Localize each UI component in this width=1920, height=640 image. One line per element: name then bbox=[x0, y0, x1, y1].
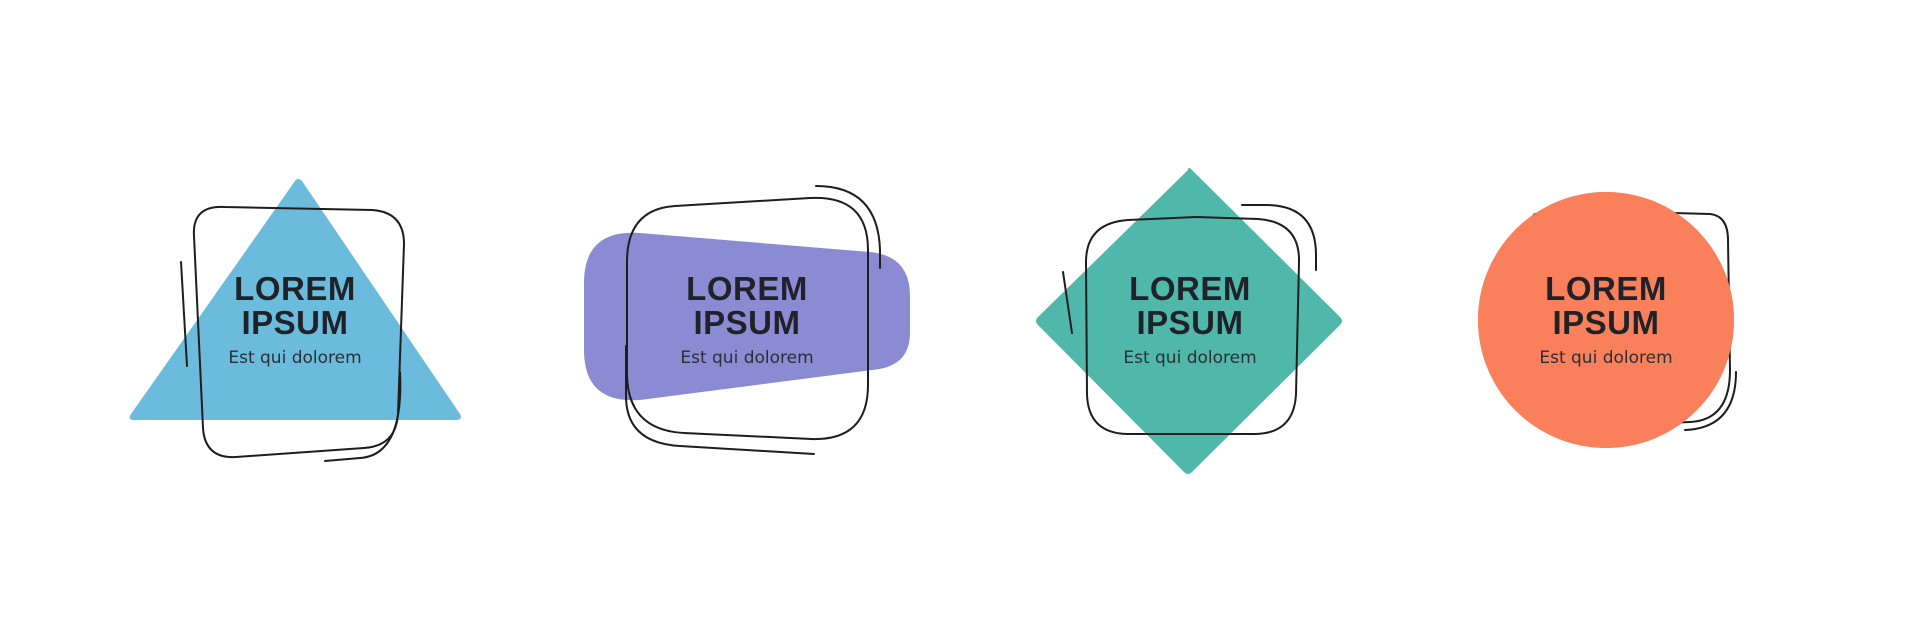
outline-accent-left bbox=[1062, 271, 1073, 334]
outline-accent-left bbox=[180, 261, 188, 367]
rounded-quad-badge-graphic bbox=[584, 185, 910, 455]
outline-accent-bottom bbox=[625, 345, 815, 455]
outline-frame bbox=[1085, 216, 1301, 435]
badge-subtitle: Est qui dolorem bbox=[228, 348, 362, 368]
outline-accent-right bbox=[324, 371, 402, 462]
outline-accent-top bbox=[815, 185, 881, 269]
diamond-shape bbox=[1036, 168, 1342, 474]
outline-frame bbox=[192, 205, 405, 459]
rounded-quad-shape bbox=[584, 232, 910, 401]
triangle-badge-graphic bbox=[129, 179, 461, 462]
outline-accent-bottom-right bbox=[1684, 371, 1737, 431]
badge-subtitle: Est qui dolorem bbox=[1123, 348, 1257, 368]
outline-accent-top-right bbox=[1241, 204, 1317, 271]
outline-frame bbox=[626, 196, 869, 441]
badge-subtitle: Est qui dolorem bbox=[1539, 348, 1673, 368]
circle-badge-graphic bbox=[1478, 192, 1737, 448]
badge-subtitle: Est qui dolorem bbox=[680, 348, 814, 368]
diamond-badge-graphic bbox=[1036, 168, 1342, 474]
circle-shape-overlay bbox=[1478, 192, 1734, 448]
triangle-shape bbox=[129, 179, 461, 420]
